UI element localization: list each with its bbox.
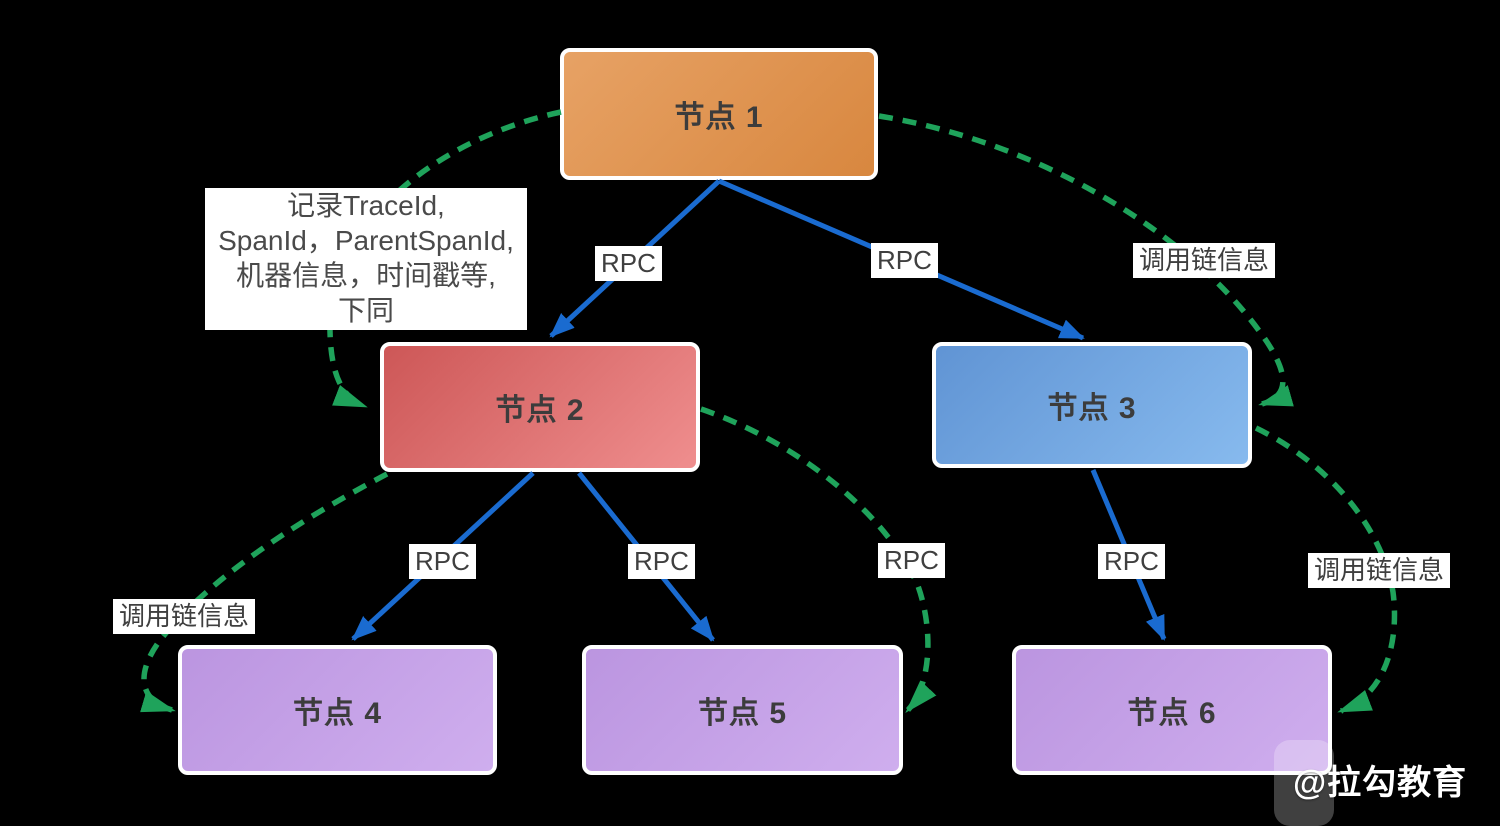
node-4-label: 节点 4 xyxy=(292,697,383,730)
trace-arc-node2-node5 xyxy=(700,406,937,713)
rpc-label-node2-node5: RPC xyxy=(628,544,695,579)
node-2-box: 节点 2 xyxy=(380,342,700,472)
annotation-line-4: 下同 xyxy=(337,295,394,326)
node-5-box: 节点 5 xyxy=(582,645,903,775)
rpc-label-on-trace-node2-node5: RPC xyxy=(878,543,945,578)
node-2-label: 节点 2 xyxy=(495,394,585,427)
trace-label-node3-node6: 调用链信息 xyxy=(1308,553,1451,588)
trace-label-node1-node3: 调用链信息 xyxy=(1133,243,1276,278)
node-5-label: 节点 5 xyxy=(697,697,788,730)
node-1-label: 节点 1 xyxy=(674,101,764,134)
annotation-line-2: SpanId，ParentSpanId, xyxy=(218,225,514,256)
node-4-box: 节点 4 xyxy=(178,645,497,775)
node-1-box: 节点 1 xyxy=(560,48,878,180)
rpc-label-node3-node6: RPC xyxy=(1098,544,1165,579)
trace-arc-node2-node4 xyxy=(140,471,389,713)
trace-arc-node3-node6 xyxy=(1254,425,1398,714)
trace-record-annotation: 记录TraceId, SpanId，ParentSpanId, 机器信息，时间戳… xyxy=(205,188,527,330)
annotation-line-3: 机器信息，时间戳等, xyxy=(236,260,496,291)
annotation-line-1: 记录TraceId, xyxy=(287,190,445,221)
node-6-box: 节点 6 xyxy=(1012,645,1332,775)
rpc-label-node1-node3: RPC xyxy=(871,243,938,278)
rpc-label-node1-node2: RPC xyxy=(595,246,662,281)
trace-label-node2-node4: 调用链信息 xyxy=(113,599,256,634)
node-6-label: 节点 6 xyxy=(1127,697,1217,730)
node-3-label: 节点 3 xyxy=(1047,392,1137,425)
watermark-text: @拉勾教育 xyxy=(1293,764,1468,802)
node-3-box: 节点 3 xyxy=(932,342,1252,468)
rpc-label-node2-node4: RPC xyxy=(409,544,476,579)
watermark-badge xyxy=(1274,740,1334,826)
